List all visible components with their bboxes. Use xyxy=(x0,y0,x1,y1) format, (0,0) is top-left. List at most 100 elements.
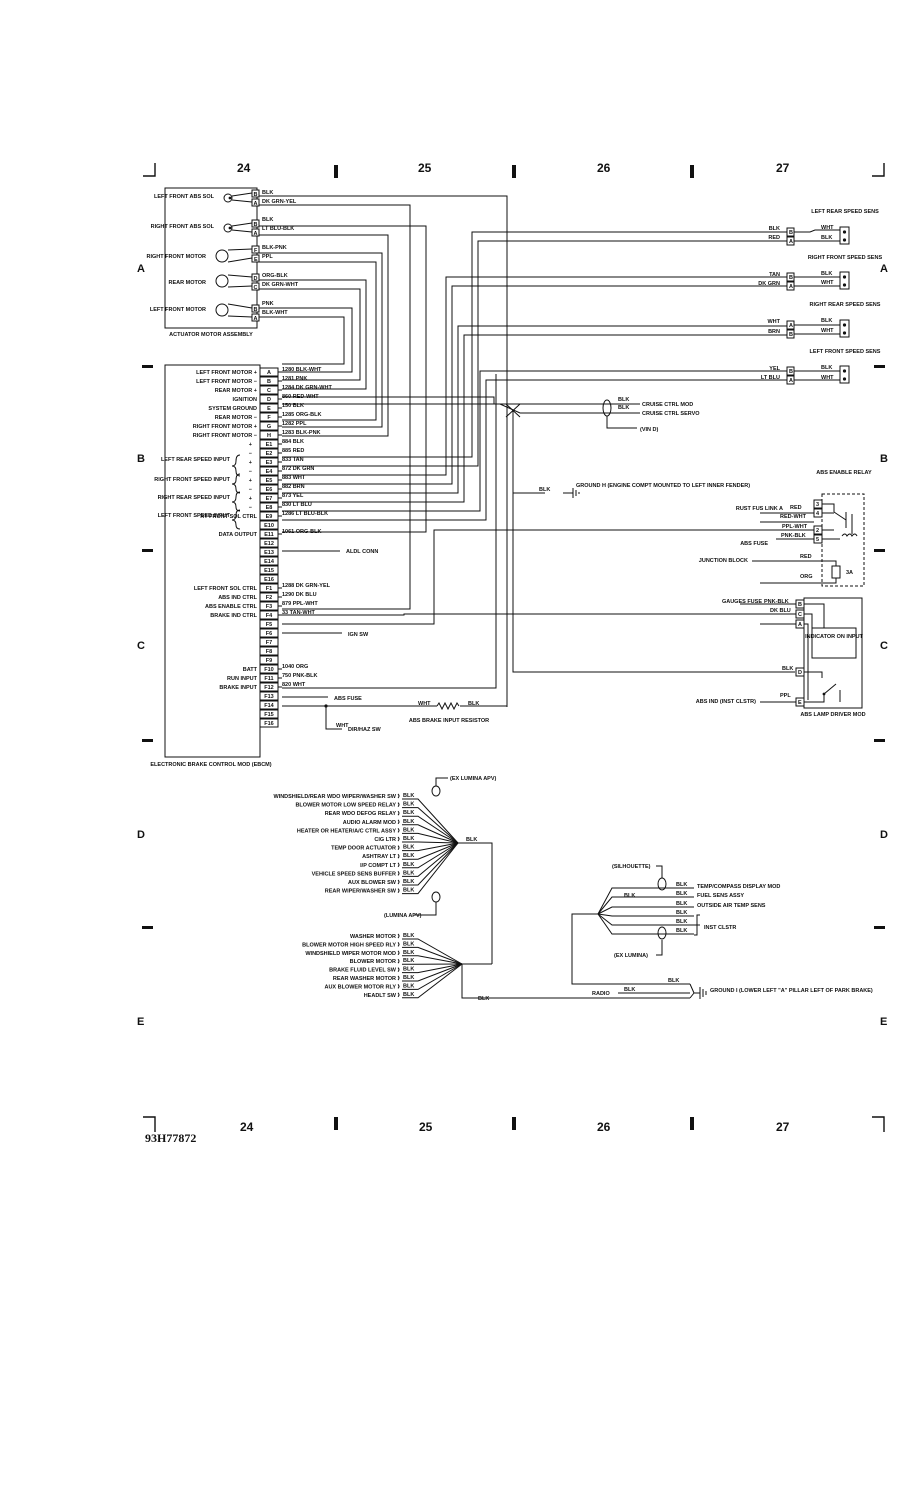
ground-wire xyxy=(402,946,463,965)
ebcm-title-line: ELECTRONIC BRAKE CONTROL MOD (EBCM) xyxy=(150,762,271,768)
ebcm-pin-box xyxy=(259,556,279,566)
relay-title: ABS ENABLE RELAY xyxy=(816,470,872,476)
note: (EX LUMINA) xyxy=(614,953,648,959)
ground-wire xyxy=(402,807,459,844)
ground-item-label: AUDIO ALARM MOD xyxy=(343,820,396,826)
ebcm-wire-label: 873 YEL xyxy=(282,493,304,499)
ebcm-wire-label: 1290 DK BLU xyxy=(282,592,317,598)
wire-label: BLK xyxy=(466,837,477,843)
ebcm-pin-id: A xyxy=(267,370,271,376)
connector-mark xyxy=(397,810,400,816)
ebcm-pin-id: E16 xyxy=(264,577,274,583)
ebcm-wire-label: 33 TAN-WHT xyxy=(282,610,316,616)
row-label: A xyxy=(880,263,888,275)
ground-item-label: VEHICLE SPEED SENS BUFFER xyxy=(312,871,396,877)
junction-label: JUNCTION BLOCK xyxy=(699,558,748,564)
ground-wire xyxy=(402,841,459,844)
cluster-ground: (SILHOUETTE) (EX LUMINA) BLK INST CLSTR … xyxy=(571,864,873,999)
wire-label: BLK xyxy=(821,365,832,371)
ebcm-wire-label: 1284 DK GRN-WHT xyxy=(282,385,332,391)
wire-label: BLK xyxy=(821,318,832,324)
ebcm-pin-id: B xyxy=(267,379,271,385)
fuse-rating: 3A xyxy=(846,570,853,576)
ebcm-pin-label: RIGHT FRONT MOTOR + xyxy=(193,424,257,430)
ground-item-label: CIG LTR xyxy=(374,837,396,843)
ebcm-pin-box xyxy=(259,718,279,728)
cluster-item-label: FUEL SENS ASSY xyxy=(697,893,744,899)
ebcm-wire-label: 884 BLK xyxy=(282,439,304,445)
wire-label: RED xyxy=(768,235,780,241)
connector-mark xyxy=(397,862,400,868)
wire-label: BLK xyxy=(624,987,635,993)
ground-item-label: TEMP DOOR ACTUATOR xyxy=(331,846,396,852)
wire-label: BLK xyxy=(403,983,414,989)
ebcm-pin-id: F10 xyxy=(264,667,273,673)
ebcm-pin-label: LEFT FRONT MOTOR − xyxy=(196,379,257,385)
ebcm-pin-id: E4 xyxy=(266,469,274,475)
wire-label: BLK xyxy=(676,891,687,897)
wire-label: BRN xyxy=(768,329,780,335)
svg-text:B: B xyxy=(254,307,258,313)
ground-wire xyxy=(402,955,463,965)
ebcm-wire-label: 1040 ORG xyxy=(282,664,308,670)
cluster-item-label: OUTSIDE AIR TEMP SENS xyxy=(697,903,766,909)
ebcm-pin-id: F14 xyxy=(264,703,274,709)
wire-label: BLK xyxy=(262,190,273,196)
row-label: D xyxy=(137,829,145,841)
ground-wire xyxy=(402,963,463,990)
svg-text:A: A xyxy=(254,201,258,207)
ground-h-label: GROUND H (ENGINE COMPT MOUNTED TO LEFT I… xyxy=(576,483,750,489)
wire-label: BLK xyxy=(262,217,273,223)
ground-h-wire: BLK xyxy=(539,487,550,493)
wire-label: RED xyxy=(790,505,802,511)
ebcm-wire-label: 882 BRN xyxy=(282,484,305,490)
ebcm-pin-label: ABS IND CTRL xyxy=(218,595,257,601)
ebcm-pin-id: E7 xyxy=(266,496,273,502)
column-label: 25 xyxy=(418,161,432,175)
connector-mark xyxy=(397,942,400,947)
wire-label: PNK xyxy=(262,301,274,307)
ebcm-pin-box xyxy=(259,619,279,629)
connector-mark xyxy=(397,958,400,964)
svg-text:B: B xyxy=(789,275,793,281)
svg-text:B: B xyxy=(789,230,793,236)
ebcm-pin-box xyxy=(259,574,279,584)
cluster-wire xyxy=(597,887,694,915)
ebcm-wire-label: 830 LT BLU xyxy=(282,502,312,508)
ebcm-pin-id: E12 xyxy=(264,541,274,547)
ground-item-label: WASHER MOTOR xyxy=(350,934,396,940)
svg-text:C: C xyxy=(254,285,258,291)
ebcm-pin-label: − xyxy=(249,469,252,475)
wire-label: LT BLU-BLK xyxy=(262,226,294,232)
column-label: 25 xyxy=(419,1120,433,1134)
ground-item-label: BLOWER MOTOR xyxy=(350,959,396,965)
wire-label: WHT xyxy=(767,319,780,325)
cruise-wire: BLK xyxy=(618,397,629,403)
row-label: C xyxy=(880,640,888,652)
svg-text:B: B xyxy=(798,602,802,608)
note: (SILHOUETTE) xyxy=(612,864,651,870)
wire-label: BLK-PNK xyxy=(262,245,287,251)
radio-label: RADIO xyxy=(592,991,610,997)
ebcm-pin-label: + xyxy=(249,460,252,466)
wire-label: PPL-WHT xyxy=(782,524,808,530)
ground-item-label: WINDSHIELD/REAR WDO WIPER/WASHER SW xyxy=(273,794,396,800)
svg-text:E: E xyxy=(254,257,258,263)
ebcm-pin-box xyxy=(259,547,279,557)
actuator-title: ACTUATOR MOTOR ASSEMBLY xyxy=(169,332,253,338)
ebcm-pin-label: LEFT FRONT SOL CTRL xyxy=(194,586,258,592)
row-labels-left: A B C D E xyxy=(137,263,145,1028)
svg-text:3: 3 xyxy=(816,502,819,508)
svg-text:E: E xyxy=(798,700,802,706)
ground-splice-2: BLK xyxy=(461,963,690,1002)
ebcm-pin-label: RT FRONT SOL CTRL xyxy=(200,514,257,520)
cluster-wire xyxy=(597,913,694,917)
svg-text:A: A xyxy=(789,323,793,329)
ebcm-pin-id: F16 xyxy=(264,721,273,727)
note: (EX LUMINA APV) xyxy=(450,776,497,782)
resistor-wire: WHT xyxy=(418,701,431,707)
wire-label: BLK xyxy=(403,879,414,885)
speed-sensor-wires xyxy=(282,231,787,521)
